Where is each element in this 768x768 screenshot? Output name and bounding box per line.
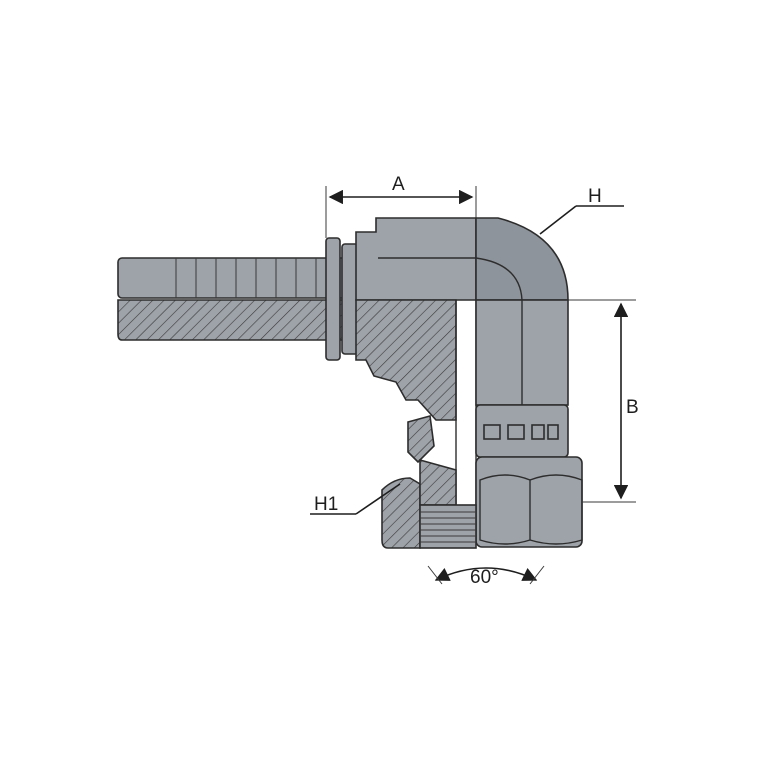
leader-h1: H1 [310, 483, 401, 515]
collar-ring [325, 237, 359, 361]
retaining-ring [475, 404, 569, 458]
elbow-body [355, 217, 569, 505]
label-h1: H1 [314, 494, 338, 515]
swivel-nut [381, 414, 583, 549]
dimension-a: A [325, 174, 477, 238]
label-a: A [392, 174, 405, 195]
label-angle: 60° [470, 567, 499, 588]
angle-dimension: 60° [427, 565, 545, 588]
label-h: H [588, 186, 602, 207]
leader-h: H [539, 186, 624, 235]
label-b: B [626, 397, 639, 418]
dimension-b: B [568, 299, 639, 503]
hose-stem [117, 257, 359, 341]
